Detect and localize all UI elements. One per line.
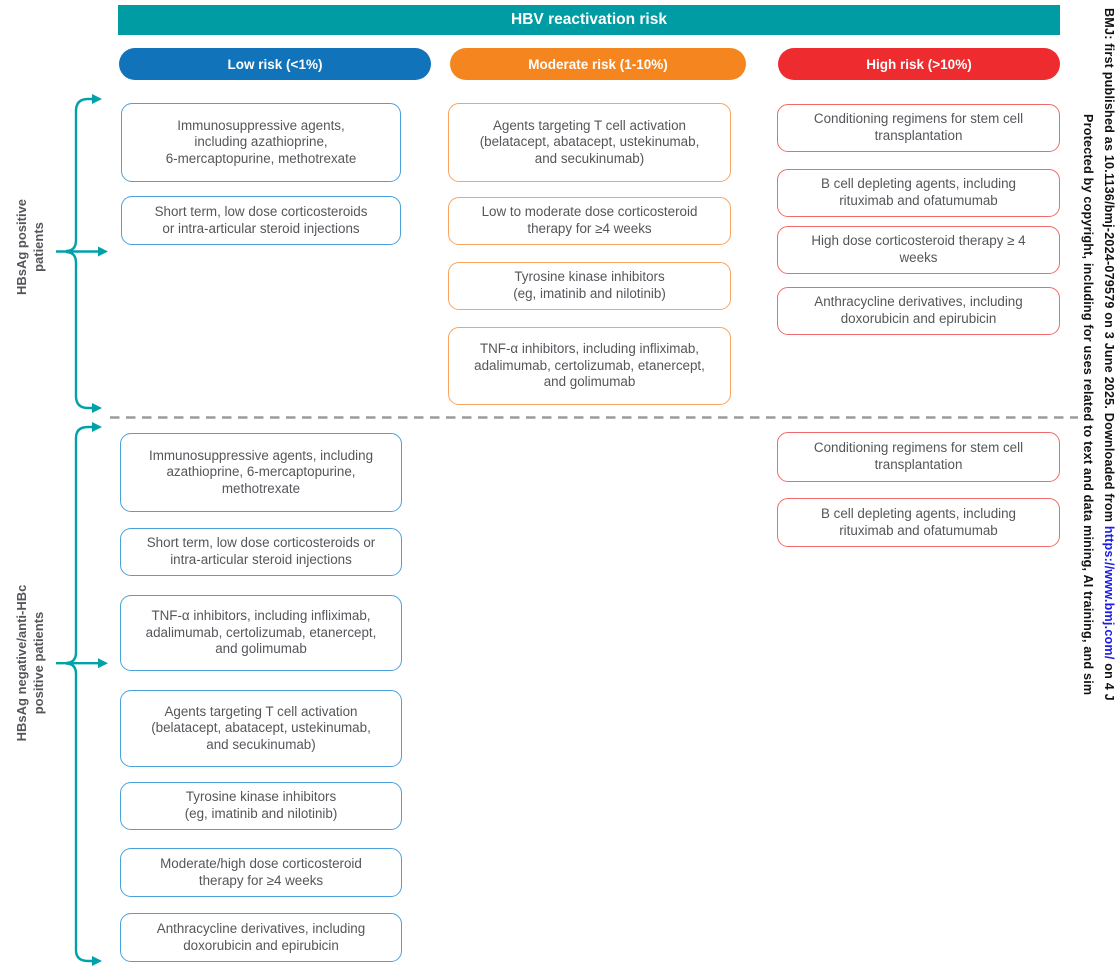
risk-box: Moderate/high dose corticosteroid therap… <box>120 848 402 897</box>
section-label-hbsag-positive: HBsAg positive patients <box>14 198 46 296</box>
pill-moderate-risk-label: Moderate risk (1-10%) <box>528 56 668 72</box>
section-label-hbsag-negative: HBsAg negative/anti-HBc positive patient… <box>14 584 46 742</box>
risk-box: Immunosuppressive agents, including azat… <box>120 433 402 512</box>
risk-box: Conditioning regimens for stem cell tran… <box>777 104 1060 152</box>
risk-box: Short term, low dose corticosteroids or … <box>120 528 402 576</box>
risk-box: B cell depleting agents, including ritux… <box>777 169 1060 217</box>
bracket-top-arrow <box>65 94 102 253</box>
risk-box: Conditioning regimens for stem cell tran… <box>777 432 1060 482</box>
risk-box: TNF-α inhibitors, including infliximab, … <box>120 595 402 671</box>
risk-box: Tyrosine kinase inhibitors (eg, imatinib… <box>448 262 731 310</box>
pill-low-risk: Low risk (<1%) <box>119 48 431 80</box>
watermark-bmj-citation: BMJ: first published as 10.1136/bmj-2024… <box>1102 8 1116 966</box>
risk-box: Anthracycline derivatives, including dox… <box>777 287 1060 335</box>
pill-high-risk-label: High risk (>10%) <box>866 56 972 72</box>
pill-moderate-risk: Moderate risk (1-10%) <box>450 48 746 80</box>
risk-box: Immunosuppressive agents, including azat… <box>121 103 401 182</box>
risk-box: Short term, low dose corticosteroids or … <box>121 196 401 245</box>
risk-box: B cell depleting agents, including ritux… <box>777 498 1060 547</box>
citation-text-prefix: BMJ: first published as 10.1136/bmj-2024… <box>1102 8 1116 526</box>
header-hbv-reactivation-risk: HBV reactivation risk <box>118 5 1060 35</box>
watermark-copyright: Protected by copyright, including for us… <box>1081 114 1095 696</box>
bracket-bottom-arrow <box>65 662 102 966</box>
risk-box: High dose corticosteroid therapy ≥ 4 wee… <box>777 226 1060 274</box>
risk-box: Tyrosine kinase inhibitors (eg, imatinib… <box>120 782 402 830</box>
bracket-top-arrow <box>65 422 102 665</box>
bmj-url-link[interactable]: https://www.bmj.com/ <box>1102 525 1116 660</box>
bracket-hbsag-positive <box>56 94 108 413</box>
risk-box: Anthracycline derivatives, including dox… <box>120 913 402 962</box>
risk-box: Low to moderate dose corticosteroid ther… <box>448 197 731 245</box>
pill-high-risk: High risk (>10%) <box>778 48 1060 80</box>
figure-title: HBV reactivation risk <box>511 11 667 28</box>
risk-box: Agents targeting T cell activation (bela… <box>448 103 731 182</box>
bracket-bottom-arrow <box>65 250 102 413</box>
citation-text-suffix: on 4 J <box>1102 659 1116 701</box>
bracket-hbsag-negative <box>56 422 108 966</box>
risk-box: TNF-α inhibitors, including infliximab, … <box>448 327 731 405</box>
pill-low-risk-label: Low risk (<1%) <box>227 56 323 72</box>
risk-box: Agents targeting T cell activation (bela… <box>120 690 402 767</box>
